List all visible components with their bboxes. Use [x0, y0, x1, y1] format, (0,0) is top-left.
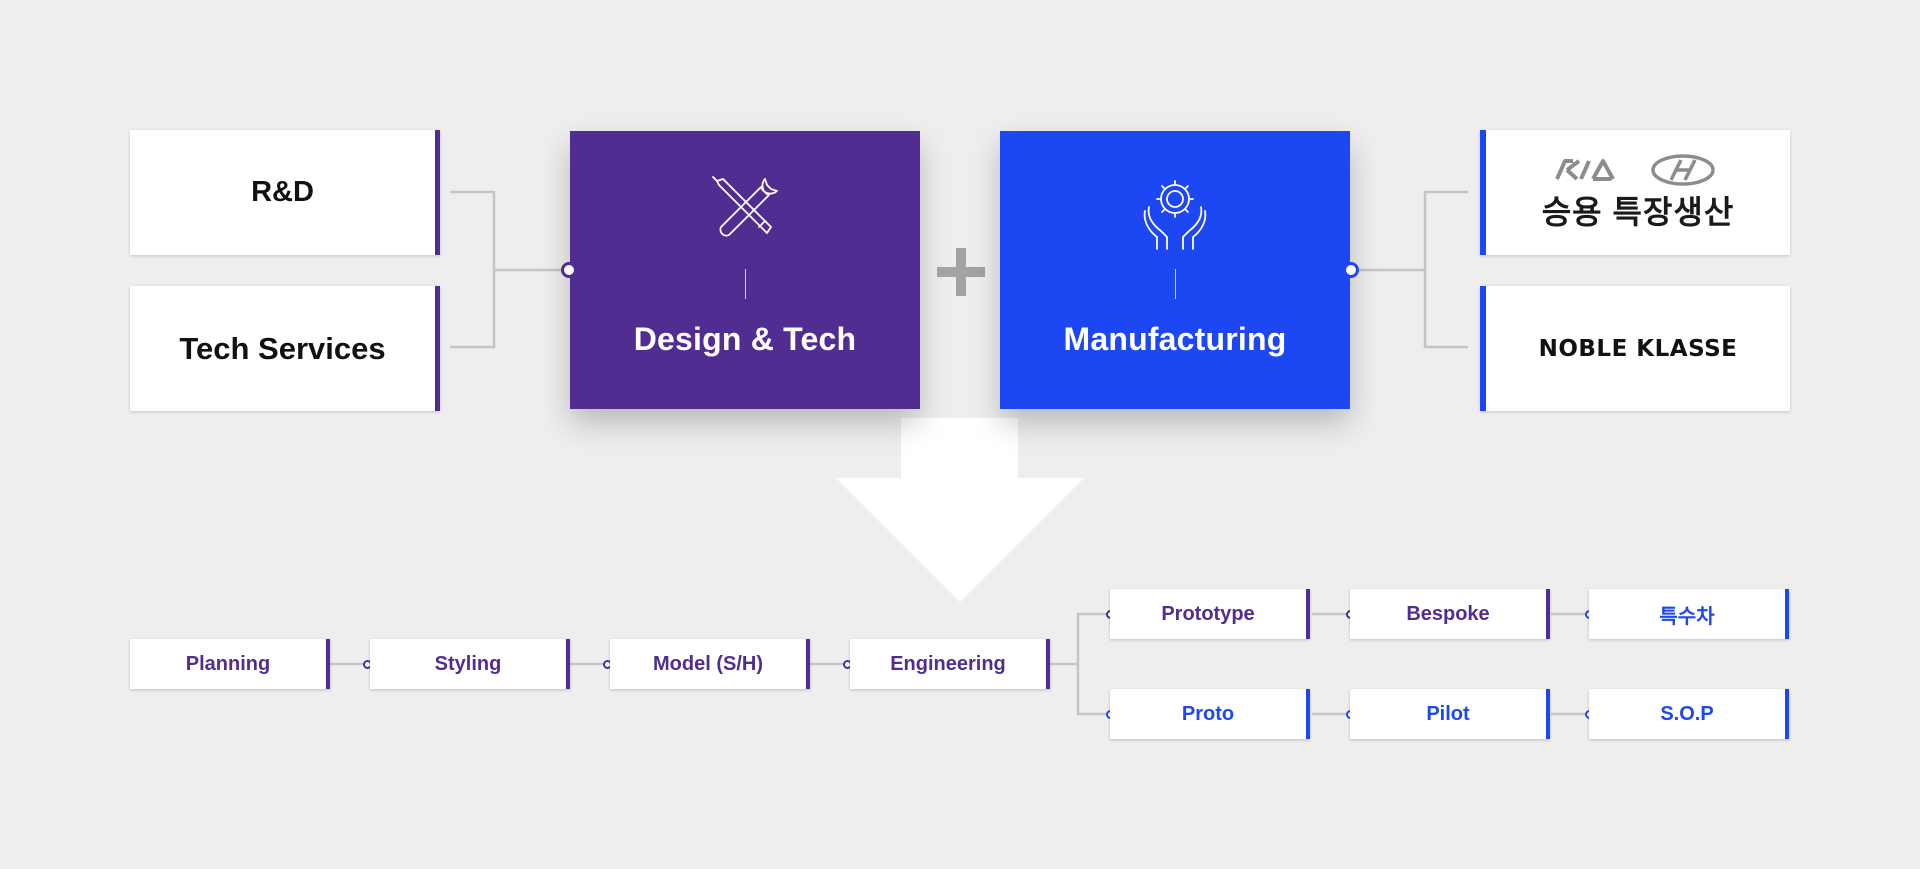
rd-card: R&D [130, 130, 440, 255]
design-connector-dot [561, 262, 577, 278]
hyundai-logo [1651, 153, 1715, 186]
manufacturing-separator [1175, 269, 1176, 299]
tools-icon [712, 176, 778, 237]
planning-label: Planning [185, 652, 271, 675]
engineering-label: Engineering [890, 652, 1006, 675]
process-model: Model (S/H) [610, 639, 810, 689]
korean-brand-text: 승용 특장생산 [1541, 193, 1735, 230]
gear-hands-icon [1143, 180, 1207, 250]
manufacturing-box: Manufacturing [1000, 131, 1350, 409]
process-bespoke: Bespoke [1350, 589, 1550, 639]
rd-label: R&D [251, 176, 314, 208]
design-separator [745, 269, 746, 299]
kia-logo [1555, 158, 1615, 181]
pilot-label: Pilot [1426, 702, 1470, 725]
noble-klasse-card: NOBLE KLASSE [1480, 286, 1790, 411]
tech-services-card: Tech Services [130, 286, 440, 411]
plus-icon [937, 248, 985, 296]
styling-label: Styling [434, 652, 502, 675]
process-proto: Proto [1110, 689, 1310, 739]
design-tech-title: Design & Tech [633, 321, 857, 357]
process-special-vehicle: 특수차 [1589, 589, 1789, 639]
process-styling: Styling [370, 639, 570, 689]
manufacturing-connector-dot [1343, 262, 1359, 278]
tech-services-label: Tech Services [179, 330, 386, 366]
kia-hyundai-logos [1555, 153, 1715, 186]
brand-card: 승용 특장생산 [1480, 130, 1790, 255]
process-engineering: Engineering [850, 639, 1050, 689]
design-tech-box: Design & Tech [570, 131, 920, 409]
special-vehicle-label: 특수차 [1659, 605, 1715, 628]
process-pilot: Pilot [1350, 689, 1550, 739]
down-arrow-icon [836, 418, 1084, 602]
proto-label: Proto [1181, 702, 1235, 725]
process-prototype: Prototype [1110, 589, 1310, 639]
manufacturing-title: Manufacturing [1063, 321, 1287, 357]
bespoke-label: Bespoke [1406, 602, 1490, 625]
noble-klasse-logo: NOBLE KLASSE [1538, 335, 1738, 362]
sop-label: S.O.P [1660, 702, 1714, 725]
process-planning: Planning [130, 639, 330, 689]
process-sop: S.O.P [1589, 689, 1789, 739]
model-label: Model (S/H) [653, 652, 763, 675]
prototype-label: Prototype [1161, 602, 1255, 625]
